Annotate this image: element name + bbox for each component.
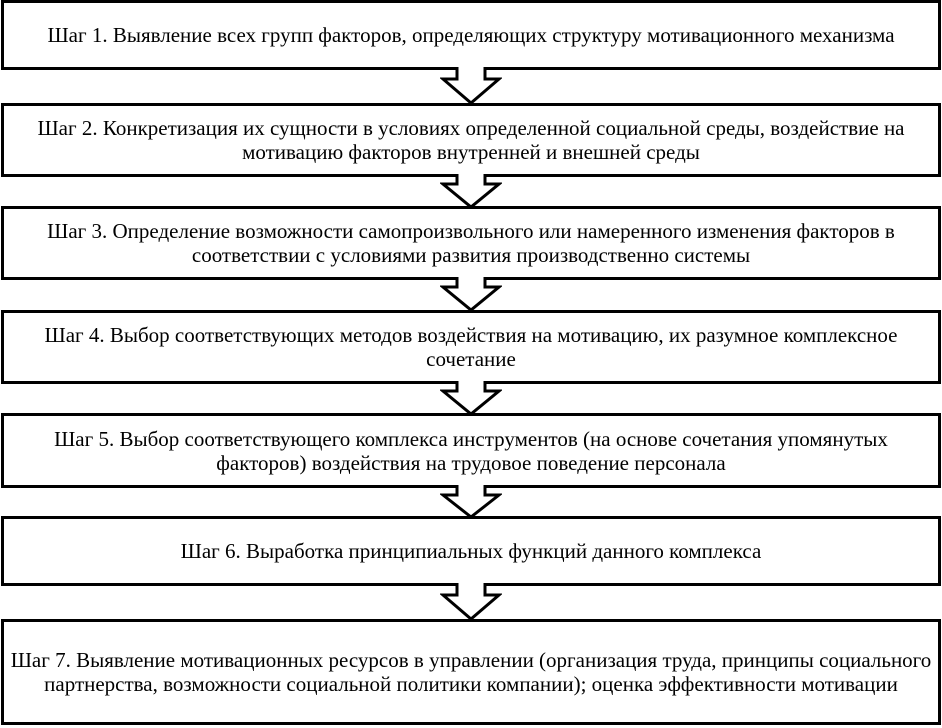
step-4-box: Шаг 4. Выбор соответствующих методов воз… — [1, 310, 941, 384]
arrow-down-icon — [440, 485, 502, 519]
step-1-text: Шаг 1. Выявление всех групп факторов, оп… — [47, 23, 895, 47]
step-2-box: Шаг 2. Конкретизация их сущности в услов… — [1, 103, 941, 177]
step-5-text: Шаг 5. Выбор соответствующего комплекса … — [54, 426, 888, 475]
step-1-box: Шаг 1. Выявление всех групп факторов, оп… — [1, 0, 941, 70]
arrow-down-icon — [440, 381, 502, 416]
step-4-text: Шаг 4. Выбор соответствующих методов воз… — [44, 323, 898, 371]
step-2-text: Шаг 2. Конкретизация их сущности в услов… — [37, 116, 905, 164]
arrow-down-icon — [440, 277, 502, 312]
step-7-text: Шаг 7. Выявление мотивационных ресурсов … — [10, 648, 932, 696]
arrow-down-icon — [440, 583, 502, 621]
step-6-box: Шаг 6. Выработка принципиальных функций … — [1, 516, 941, 586]
arrow-down-icon — [440, 174, 502, 209]
step-3-text: Шаг 3. Определение возможности самопроиз… — [47, 219, 895, 267]
step-3-box: Шаг 3. Определение возможности самопроиз… — [1, 206, 941, 280]
step-7-box: Шаг 7. Выявление мотивационных ресурсов … — [1, 619, 941, 725]
arrow-down-icon — [440, 67, 502, 105]
step-6-text: Шаг 6. Выработка принципиальных функций … — [180, 539, 762, 563]
step-5-box: Шаг 5. Выбор соответствующего комплекса … — [1, 413, 941, 488]
